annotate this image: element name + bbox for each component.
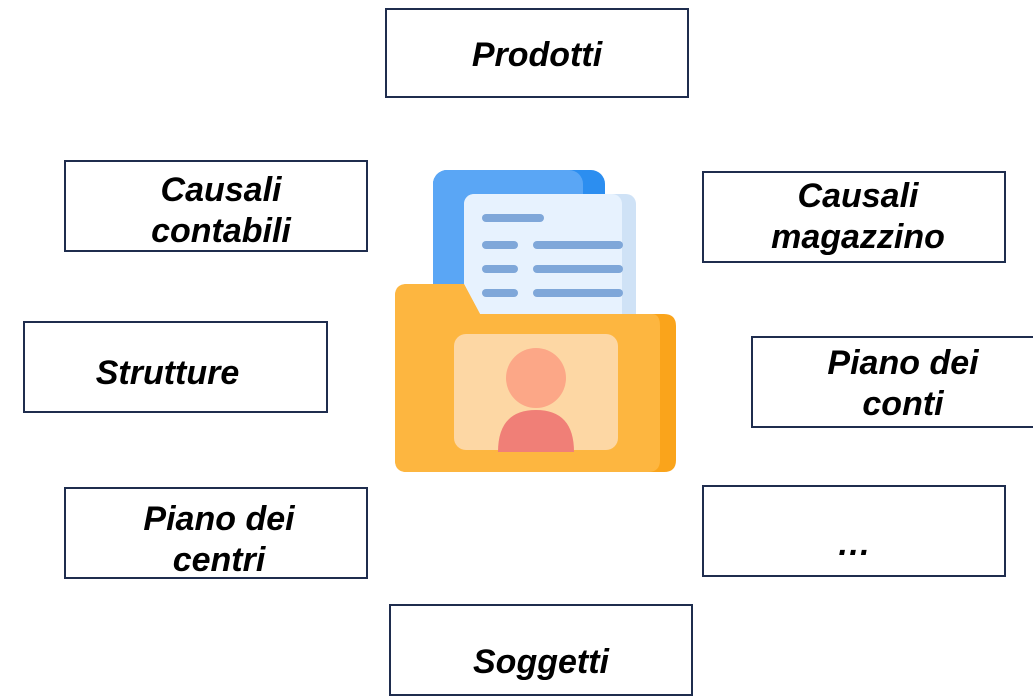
person-head bbox=[506, 348, 566, 408]
causali-magazzino-box: Causali magazzino bbox=[702, 171, 1006, 263]
piano-dei-conti-label: Piano dei conti bbox=[827, 344, 979, 423]
soggetti-label: Soggetti bbox=[473, 643, 609, 681]
piano-dei-centri-label: Piano dei centri bbox=[143, 500, 295, 579]
paper-line-4a bbox=[482, 289, 518, 297]
piano-dei-centri-box: Piano dei centri bbox=[64, 487, 368, 579]
soggetti-box: Soggetti bbox=[389, 604, 693, 696]
more-items-box: … bbox=[702, 485, 1006, 577]
prodotti-label: Prodotti bbox=[471, 36, 603, 74]
paper-line-1 bbox=[482, 214, 544, 222]
contact-folder-icon bbox=[395, 170, 676, 472]
more-items-label: … bbox=[837, 525, 871, 563]
paper-line-2b bbox=[533, 241, 623, 249]
prodotti-box: Prodotti bbox=[385, 8, 689, 98]
paper-line-3a bbox=[482, 265, 518, 273]
causali-contabili-box: Causali contabili bbox=[64, 160, 368, 252]
paper-line-3b bbox=[533, 265, 623, 273]
causali-contabili-label: Causali contabili bbox=[151, 171, 291, 250]
strutture-box: Strutture bbox=[23, 321, 328, 413]
paper-line-4b bbox=[533, 289, 623, 297]
piano-dei-conti-box: Piano dei conti bbox=[751, 336, 1033, 428]
causali-magazzino-label: Causali magazzino bbox=[771, 177, 945, 256]
person-body bbox=[498, 410, 574, 452]
strutture-label: Strutture bbox=[95, 354, 240, 392]
paper-line-2a bbox=[482, 241, 518, 249]
